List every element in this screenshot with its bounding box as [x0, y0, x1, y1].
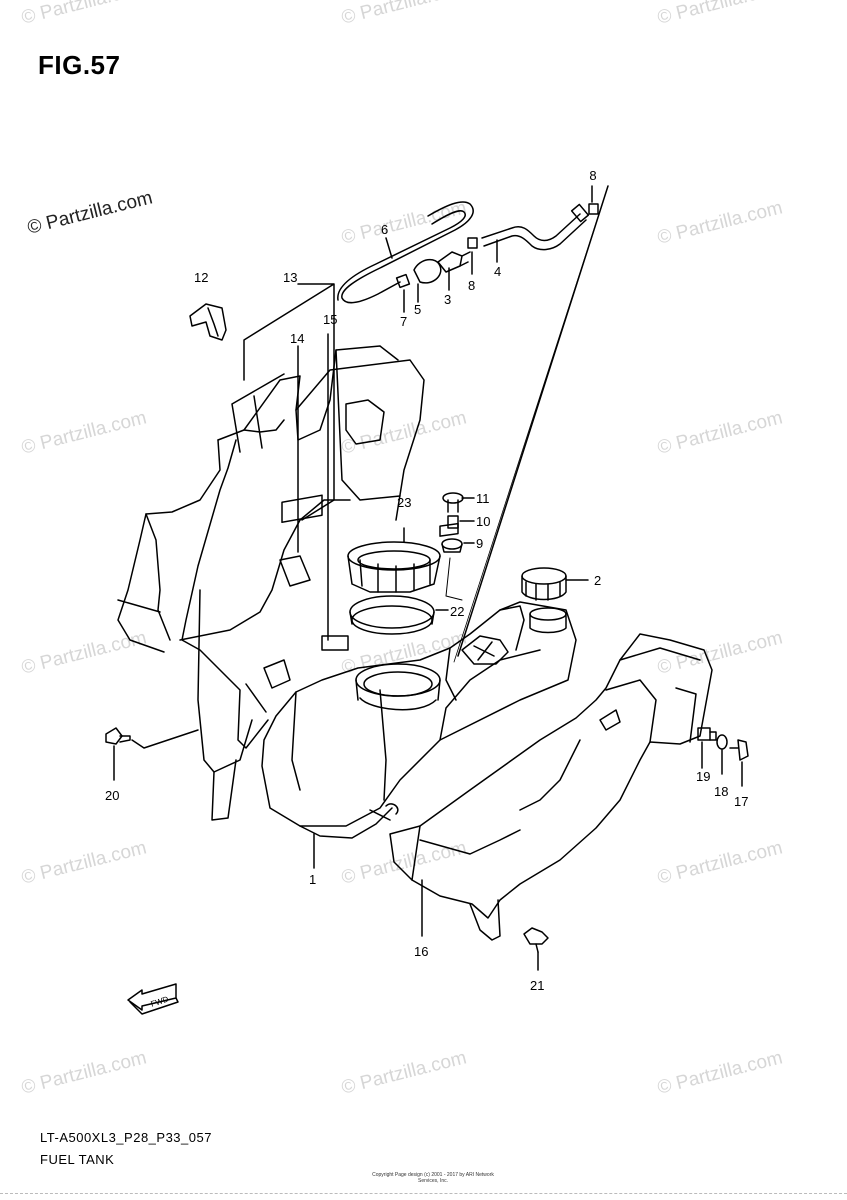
figure-title: FIG.57 [38, 50, 121, 80]
bolt-11 [442, 492, 464, 513]
collar-10 [447, 515, 459, 529]
clip-8 [467, 203, 599, 249]
bolt-20 [105, 727, 131, 745]
footer-section: FUEL TANK [40, 1152, 115, 1167]
callout-12: 12 [194, 270, 208, 285]
callout-13: 13 [283, 270, 297, 285]
callout-3: 3 [444, 292, 451, 307]
grommet-9 [441, 538, 463, 553]
callout-6: 6 [381, 222, 388, 237]
callout-7: 7 [400, 314, 407, 329]
clip-7 [395, 273, 411, 289]
callout-23: 23 [397, 495, 411, 510]
fwd-arrow [127, 983, 179, 1015]
pump-flange [461, 635, 509, 665]
callout-18: 18 [714, 784, 728, 799]
seal-ring-22 [349, 595, 435, 635]
callout-16: 16 [414, 944, 428, 959]
callout-22: 22 [450, 604, 464, 619]
callout-8: 8 [468, 278, 475, 293]
valve-3 [437, 251, 471, 273]
footer-model: LT-A500XL3_P28_P33_057 [40, 1130, 212, 1145]
part-14 [281, 494, 323, 524]
clamp-5 [413, 258, 442, 284]
clip-21 [523, 927, 549, 953]
lock-ring-23 [347, 541, 441, 593]
callout-9: 9 [476, 536, 483, 551]
hose-4 [481, 203, 590, 251]
callout-10: 10 [476, 514, 490, 529]
callout-14: 14 [290, 331, 304, 346]
callout-5: 5 [414, 302, 421, 317]
callout-15: 15 [323, 312, 337, 327]
fuel-tank [261, 601, 577, 839]
washer-18 [716, 734, 728, 750]
callout-21: 21 [530, 978, 544, 993]
copyright-notice: Copyright Page design (c) 2001 - 2017 by… [372, 1172, 494, 1184]
callout-2: 2 [594, 573, 601, 588]
part-15 [321, 635, 349, 651]
callout-11: 11 [476, 491, 490, 506]
callout-19: 19 [696, 769, 710, 784]
callout-8: 8 [589, 168, 596, 183]
side-cover-16 [389, 633, 713, 941]
fuel-cap-2 [521, 567, 589, 634]
callout-17: 17 [734, 794, 748, 809]
bottom-divider [0, 1193, 847, 1194]
bolt-17 [729, 739, 749, 761]
callout-20: 20 [105, 788, 119, 803]
callout-1: 1 [309, 872, 316, 887]
filler-neck [355, 663, 441, 701]
bolt-19 [697, 727, 717, 741]
hose-6 [337, 201, 474, 304]
callout-4: 4 [494, 264, 501, 279]
clip-12 [189, 303, 227, 341]
